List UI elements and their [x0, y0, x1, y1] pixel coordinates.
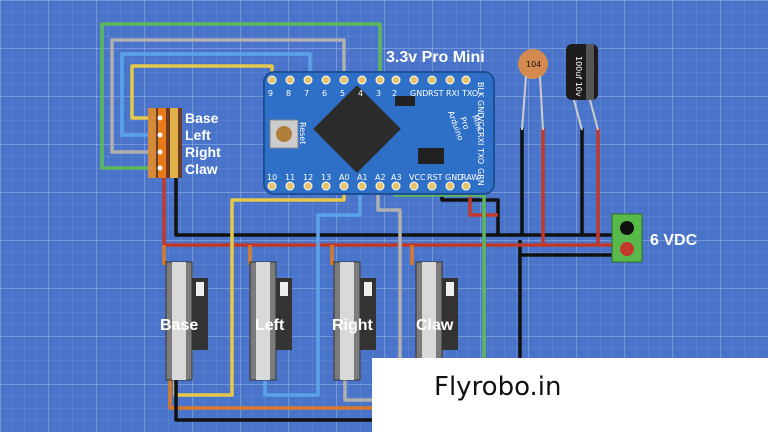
brand-text: Flyrobo.in: [434, 372, 562, 402]
top-pin-label: 2: [392, 89, 397, 98]
top-pin-label: 3: [376, 89, 381, 98]
bottom-pin-pad: [445, 181, 455, 191]
bottom-pin-pad: [339, 181, 349, 191]
wire-black-pots: [174, 380, 372, 422]
regulator: [418, 148, 444, 164]
bottom-pin-label: A0: [339, 173, 350, 182]
bottom-pin-pad: [357, 181, 367, 191]
pot-label-right: Right: [332, 317, 374, 334]
top-pin-pad: [461, 75, 471, 85]
bottom-pin-pad: [427, 181, 437, 191]
right-pin-label: RXI: [476, 132, 485, 145]
top-pin-pad: [391, 75, 401, 85]
top-pin-label: RST: [428, 89, 444, 98]
bottom-pin-pad: [391, 181, 401, 191]
top-pin-pad: [267, 75, 277, 85]
top-pin-label: 7: [304, 89, 309, 98]
bottom-pin-label: RST: [427, 173, 443, 182]
bottom-pin-pad: [409, 181, 419, 191]
header-label-base: Base: [185, 110, 219, 126]
potentiometer: [165, 261, 208, 381]
top-pin-pad: [357, 75, 367, 85]
ceramic-cap-label: 104: [526, 60, 541, 69]
bottom-pin-label: A3: [391, 173, 402, 182]
bottom-pin-label: RAW: [461, 173, 479, 182]
top-pin-pad: [427, 75, 437, 85]
right-pin-label: GND: [476, 100, 485, 118]
pot-label-base: Base: [160, 317, 198, 334]
bottom-pin-pad: [375, 181, 385, 191]
bottom-pin-pad: [267, 181, 277, 191]
bottom-pin-pad: [461, 181, 471, 191]
right-pin-label: TXO: [476, 147, 485, 164]
bottom-pin-label: 11: [285, 173, 295, 182]
header-label-right: Right: [185, 144, 221, 160]
bottom-pin-label: A1: [357, 173, 368, 182]
top-pin-pad: [409, 75, 419, 85]
top-pin-pad: [375, 75, 385, 85]
brand-box: Flyrobo.in: [372, 358, 768, 432]
bottom-pin-label: 10: [267, 173, 277, 182]
power-label: 6 VDC: [650, 232, 698, 249]
top-pin-pad: [339, 75, 349, 85]
wire-yellow-pin9: [130, 64, 274, 120]
bottom-pin-label: GND: [445, 173, 463, 182]
top-pin-label: RXI: [446, 89, 459, 98]
wire-green-pin2: [100, 22, 382, 170]
wire-lightblue-a1: [263, 180, 362, 397]
top-pin-label: GND: [410, 89, 428, 98]
pot-label-claw: Claw: [416, 317, 454, 334]
bottom-pin-pad: [321, 181, 331, 191]
top-pin-label: TXO: [461, 89, 478, 98]
pot-label-left: Left: [255, 317, 285, 334]
wire-gray-a2: [343, 180, 402, 402]
bottom-pin-pad: [303, 181, 313, 191]
potentiometer: [249, 261, 292, 381]
bottom-pin-label: A2: [375, 173, 386, 182]
electrolytic-capacitor: [566, 44, 599, 131]
wire-gray-pin4: [110, 38, 346, 154]
top-pin-label: 6: [322, 89, 327, 98]
right-pin-label: GRN: [476, 168, 485, 186]
header-connector: [148, 108, 182, 178]
silk-reset: Reset: [298, 122, 307, 144]
top-pin-pad: [285, 75, 295, 85]
electrolytic-cap-label: 100uf 10v: [574, 56, 583, 97]
header-label-claw: Claw: [185, 161, 218, 177]
pro-mini-board: [263, 71, 495, 195]
ceramic-capacitor: [518, 49, 548, 131]
wire-orange-bottom: [168, 380, 420, 410]
bottom-pin-label: 13: [321, 173, 331, 182]
top-pin-label: 4: [358, 89, 363, 98]
silk-pro: Pro: [458, 116, 471, 131]
header-label-left: Left: [185, 127, 211, 143]
right-pin-label: BLK: [476, 82, 485, 98]
board-title: 3.3v Pro Mini: [386, 49, 485, 66]
bottom-pin-label: VCC: [409, 173, 426, 182]
top-pin-label: 9: [268, 89, 273, 98]
top-pin-pad: [445, 75, 455, 85]
potentiometer: [333, 261, 376, 381]
wire-black-ground: [174, 172, 620, 237]
top-pin-pad: [321, 75, 331, 85]
right-pin-label: VCC: [476, 116, 485, 133]
top-pin-label: 5: [340, 89, 345, 98]
power-terminal: [611, 213, 643, 263]
wire-lightblue-pin5: [120, 52, 312, 137]
top-pin-label: 8: [286, 89, 291, 98]
bottom-pin-pads: [267, 181, 471, 191]
top-pin-pad: [303, 75, 313, 85]
bottom-pin-pad: [285, 181, 295, 191]
top-pin-pads: [267, 75, 471, 85]
bottom-pin-label: 12: [303, 173, 313, 182]
